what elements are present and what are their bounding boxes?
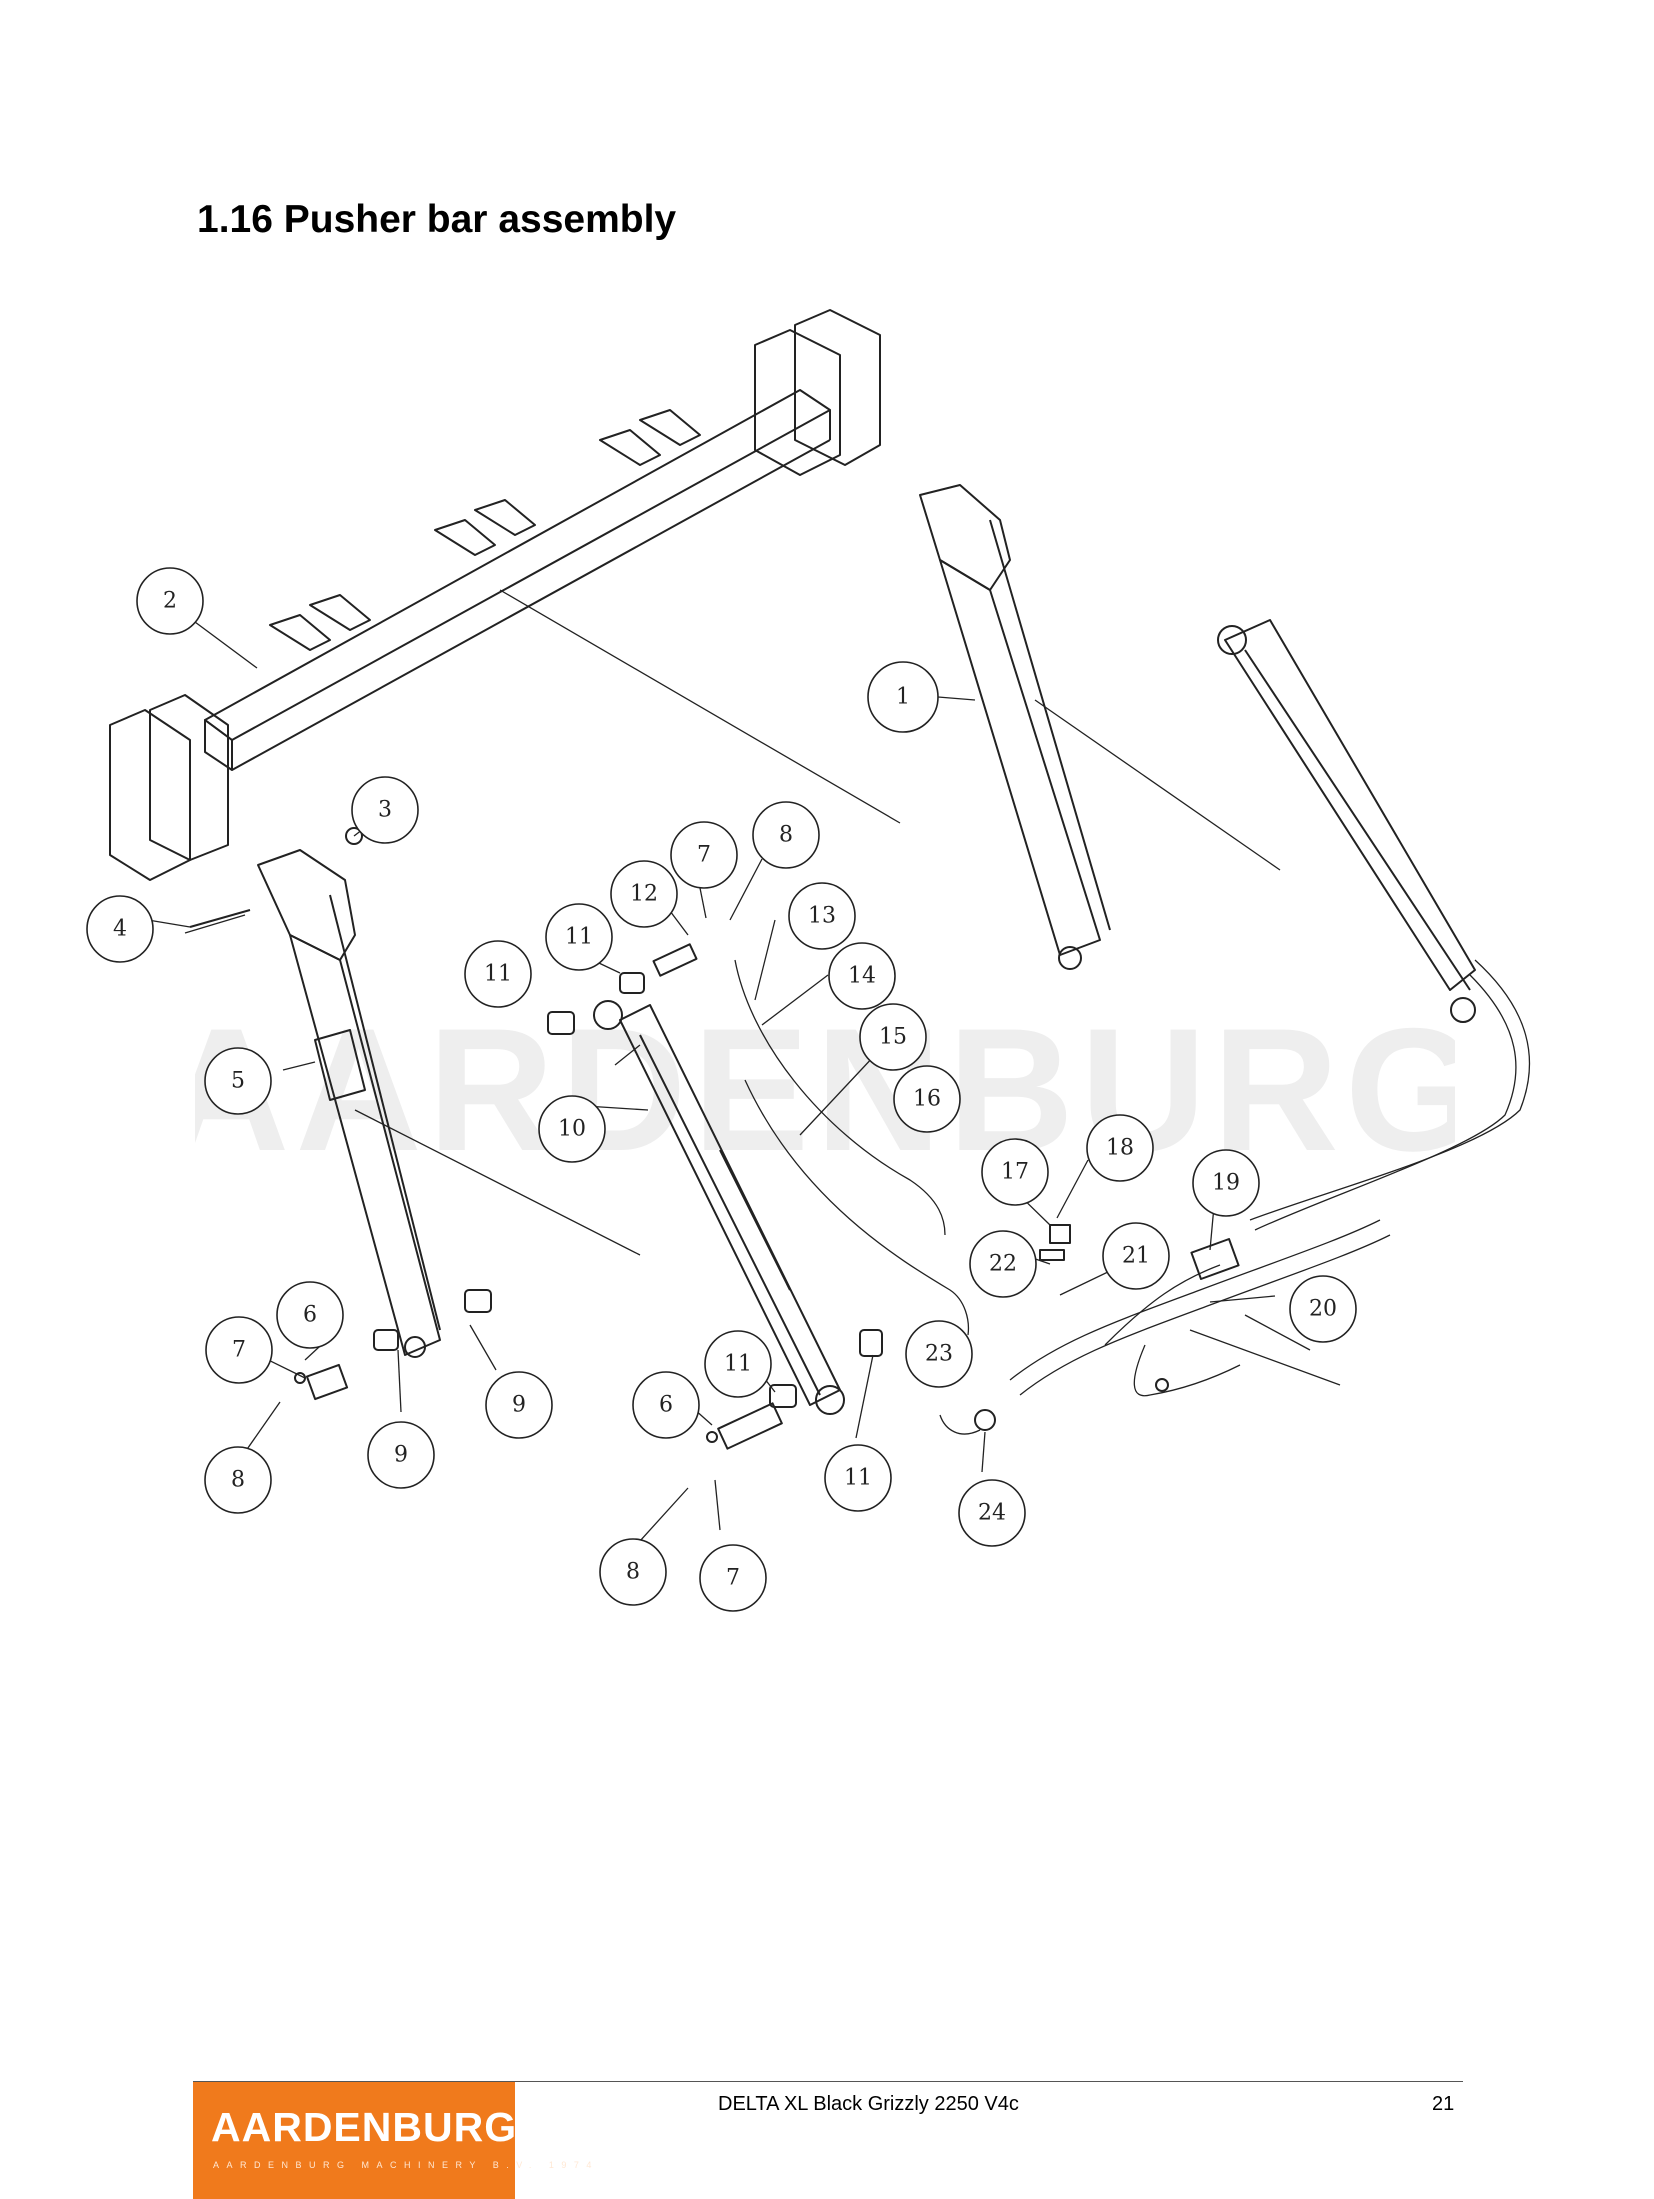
right-cylinder — [1217, 619, 1531, 1231]
svg-text:19: 19 — [1212, 1171, 1240, 1196]
svg-text:11: 11 — [565, 925, 593, 950]
svg-text:5: 5 — [231, 1069, 245, 1094]
callout-12: 12 — [610, 860, 678, 928]
callout-13: 13 — [788, 882, 856, 950]
svg-text:21: 21 — [1122, 1244, 1150, 1269]
svg-text:8: 8 — [231, 1468, 245, 1493]
svg-text:17: 17 — [1001, 1160, 1029, 1185]
callout-11: 11 — [704, 1330, 772, 1398]
svg-text:24: 24 — [978, 1501, 1006, 1526]
leader-lines — [147, 589, 1281, 1553]
svg-text:4: 4 — [113, 917, 127, 942]
svg-text:12: 12 — [630, 882, 658, 907]
svg-text:18: 18 — [1106, 1136, 1134, 1161]
callout-16: 16 — [893, 1065, 961, 1133]
exploded-view-drawing: 1 2 3 4 5 6 6 7 7 7 8 8 8 9 9 10 11 11 1… — [86, 309, 1531, 1612]
cross-beam — [109, 309, 881, 881]
callout-1: 1 — [867, 661, 939, 733]
svg-text:20: 20 — [1309, 1297, 1337, 1322]
callout-11: 11 — [824, 1444, 892, 1512]
callout-11: 11 — [464, 940, 532, 1008]
section-heading: 1.16 Pusher bar assembly — [197, 198, 677, 241]
right-arm — [919, 484, 1111, 970]
svg-text:11: 11 — [484, 962, 512, 987]
logo-text: AARDENBURG — [211, 2104, 518, 2150]
left-arm — [184, 849, 441, 1358]
page-number: 21 — [1432, 2093, 1455, 2115]
callout-9: 9 — [367, 1421, 435, 1489]
small-parts — [189, 827, 883, 1450]
svg-text:16: 16 — [913, 1087, 941, 1112]
logo-subtext: AARDENBURG MACHINERY B.V. 1974 — [213, 2160, 599, 2170]
callout-8: 8 — [599, 1538, 667, 1606]
callout-4: 4 — [86, 895, 154, 963]
callout-8: 8 — [752, 801, 820, 869]
callout-3: 3 — [351, 776, 419, 844]
svg-text:15: 15 — [879, 1025, 907, 1050]
svg-text:8: 8 — [779, 823, 793, 848]
svg-text:2: 2 — [163, 589, 177, 614]
svg-text:7: 7 — [697, 843, 711, 868]
footer-divider — [193, 2081, 1463, 2082]
callout-23: 23 — [905, 1320, 973, 1388]
svg-text:14: 14 — [848, 964, 876, 989]
middle-cylinder — [593, 959, 970, 1415]
callout-5: 5 — [204, 1047, 272, 1115]
callout-20: 20 — [1289, 1275, 1357, 1343]
svg-text:1: 1 — [896, 685, 910, 710]
callout-8: 8 — [204, 1446, 272, 1514]
callout-6: 6 — [632, 1371, 700, 1439]
svg-text:22: 22 — [989, 1252, 1017, 1277]
callout-19: 19 — [1192, 1149, 1260, 1217]
svg-text:7: 7 — [232, 1338, 246, 1363]
svg-text:9: 9 — [512, 1393, 526, 1418]
svg-text:7: 7 — [726, 1566, 740, 1591]
hydraulic-lines — [939, 1219, 1391, 1435]
callout-14: 14 — [828, 942, 896, 1010]
callout-18: 18 — [1086, 1114, 1154, 1182]
callout-11: 11 — [545, 903, 613, 971]
svg-text:11: 11 — [724, 1352, 752, 1377]
callout-10: 10 — [538, 1095, 606, 1163]
svg-text:13: 13 — [808, 904, 836, 929]
svg-text:3: 3 — [378, 798, 392, 823]
svg-text:6: 6 — [303, 1303, 317, 1328]
document-title: DELTA XL Black Grizzly 2250 V4c — [718, 2093, 1019, 2115]
callout-7: 7 — [205, 1316, 273, 1384]
company-logo: AARDENBURG AARDENBURG MACHINERY B.V. 197… — [193, 2082, 591, 2199]
svg-text:10: 10 — [558, 1117, 586, 1142]
callout-24: 24 — [958, 1479, 1026, 1547]
svg-text:6: 6 — [659, 1393, 673, 1418]
callout-17: 17 — [981, 1138, 1049, 1206]
callout-2: 2 — [136, 567, 204, 635]
svg-text:9: 9 — [394, 1443, 408, 1468]
callout-9: 9 — [485, 1371, 553, 1439]
callout-22: 22 — [969, 1230, 1037, 1298]
callout-21: 21 — [1102, 1222, 1170, 1290]
svg-text:11: 11 — [844, 1466, 872, 1491]
callout-6: 6 — [276, 1281, 344, 1349]
callout-7: 7 — [699, 1544, 767, 1612]
callout-15: 15 — [859, 1003, 927, 1071]
svg-text:8: 8 — [626, 1560, 640, 1585]
svg-text:23: 23 — [925, 1342, 953, 1367]
callout-7: 7 — [670, 821, 738, 889]
